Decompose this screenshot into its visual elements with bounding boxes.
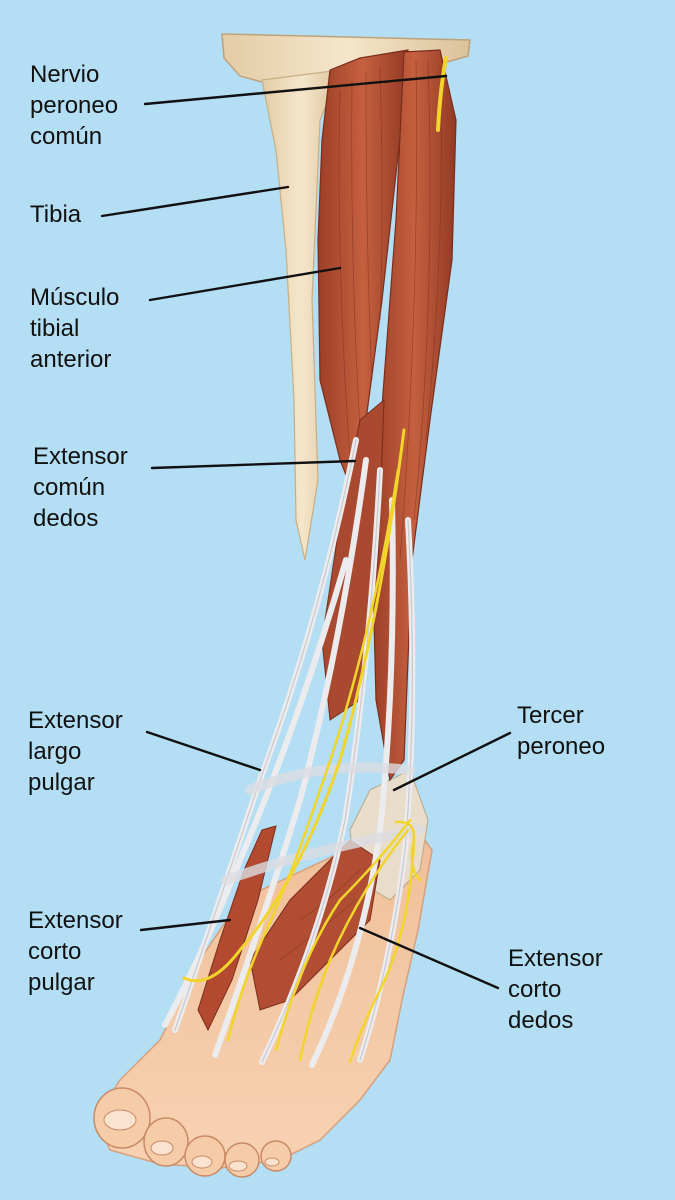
leader-tibia (100, 185, 290, 218)
muscle-fibres (279, 59, 442, 961)
leader-nervio-peroneo-comun (143, 74, 448, 106)
leader-tercer-peroneo (392, 731, 512, 792)
nerves (182, 56, 448, 1064)
label-tibia: Tibia (30, 201, 82, 228)
leader-musculo-tibial-anterior (148, 266, 342, 302)
leader-lines (100, 74, 512, 990)
toenails (103, 1109, 280, 1172)
extensor-hallucis-brevis-muscle (197, 825, 277, 1032)
leader-extensor-largo-pulgar (145, 730, 262, 772)
leader-extensor-corto-pulgar (139, 918, 232, 932)
leader-extensor-corto-dedos (358, 926, 500, 990)
leader-extensor-comun-dedos (150, 459, 357, 470)
